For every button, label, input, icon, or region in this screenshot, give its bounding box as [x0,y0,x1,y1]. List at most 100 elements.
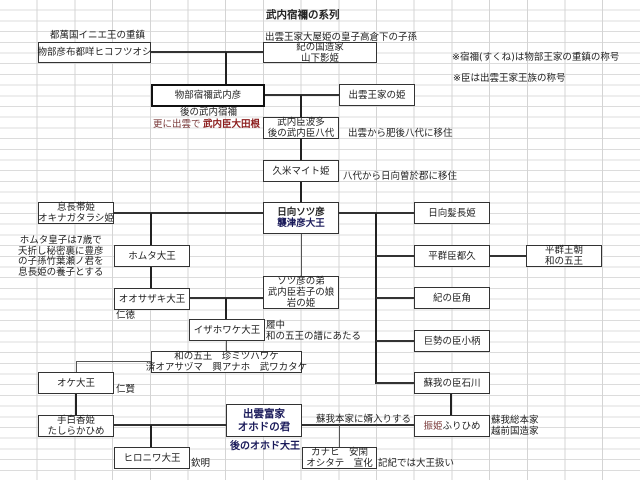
connector [75,393,77,415]
node-okinaga[interactable]: 息長帯姫オキナガタラシ姫 [38,202,114,224]
node-label: 蘇我の臣石川 [423,377,481,389]
connector [150,266,152,288]
node-kanahi[interactable]: カナヒ 安閑オシタテ 宣化 [302,447,377,469]
node-label: 紀の臣角 [432,292,471,304]
connector [339,425,340,447]
node-wa-five-kings[interactable]: 和の五王 珍ミツハワケ済オアサヅマ 興アナホ 武ワカタケ [146,351,307,373]
label-migration-2: 八代から日向曽於郡に移住 [343,171,458,182]
label-ninken: 仁賢 [116,384,136,395]
connector [450,393,452,415]
connector [376,255,414,257]
note-line: の子孫竹葉瀬ノ君を [18,256,104,267]
connector [226,341,227,351]
node-label: 息長帯姫 [56,202,95,213]
node-kinokuni[interactable]: 紀の国造家山下影姫 [263,41,377,64]
node-label: たしらかひめ [47,426,105,437]
node-label: 和の五王 珍ミツハワケ [174,351,279,362]
connector [225,52,227,84]
node-label: 日向ソツ彦 [277,207,325,218]
node-label: 襲津彦大王 [277,218,325,229]
note-sukune: ※宿禰(すくね)は物部王家の重鎮の称号 [452,52,620,63]
node-osazaki[interactable]: オオサザキ大王 [114,288,190,310]
connector [376,340,414,342]
connector [225,298,227,319]
node-label: オシタテ 宣化 [306,458,373,469]
node-label: 武内臣若子の娘 [267,287,335,298]
node-label: イザホワケ大王 [193,324,261,336]
node-label: 久米マイト姫 [272,165,330,177]
node-label: 山下影姫 [300,52,339,64]
node-sotsuhiko[interactable]: 日向ソツ彦襲津彦大王 [263,202,339,234]
node-heguri-dynasty[interactable]: 平群王朝和の五王 [526,245,602,267]
node-mononobe-hiko[interactable]: 物部彦布都咩ヒコフツオシ [38,42,152,63]
node-label: 物部宿禰武内彦 [174,90,242,101]
node-label: 振姫 [423,420,443,432]
connector [301,234,302,276]
connector [300,181,302,202]
node-label: オキナガタラシ姫 [38,213,114,224]
label-wa-lineage: 和の五王の譜にあたる [266,331,362,342]
connector [114,424,226,426]
connector [489,255,526,257]
node-label: 日向髪長姫 [428,207,476,219]
node-label: 済オアサヅマ 興アナホ 武ワカタケ [145,362,308,373]
node-kamigami-hime[interactable]: 日向髪長姫 [414,202,490,224]
node-hironiwa[interactable]: ヒロニワ大王 [114,447,190,469]
node-ohodo[interactable]: 出雲富家オホドの君 [226,404,302,437]
node-tashiraka[interactable]: 手白香姫たしらかひめ [38,415,114,437]
node-label: ソツ彦の弟 [277,276,325,287]
node-label: オケ大王 [56,377,95,389]
node-izahowake[interactable]: イザホワケ大王 [189,319,265,341]
node-label: 岩の姫 [286,298,316,309]
node-izumo-hime[interactable]: 出雲王家の姫 [339,84,415,106]
node-label: 出雲富家 [243,407,285,420]
node-label: カナヒ 安閑 [310,447,368,458]
node-kose[interactable]: 巨勢の臣小柄 [414,330,490,352]
node-label: 手白香姫 [56,415,95,426]
connector [114,212,263,214]
node-label: オホドの君 [237,420,291,433]
connector [300,138,302,160]
node-label: 後の武内臣八代 [267,128,335,139]
label-otane: 武内臣大田根 [203,119,261,130]
label-ohodo-later: 後のオホド大王 [230,441,300,452]
node-iwa[interactable]: ソツ彦の弟武内臣若子の娘岩の姫 [263,276,339,309]
node-label: 平群臣都久 [428,250,476,262]
node-label: ホムタ大王 [128,250,176,262]
node-oke[interactable]: オケ大王 [38,372,114,394]
label-soga-head: 蘇我総本家 [491,415,539,426]
label-kinmei: 欽明 [191,458,211,469]
label-later-name: 後の武内宿禰 [180,107,238,118]
node-kume[interactable]: 久米マイト姫 [263,160,339,182]
connector [376,382,414,384]
node-homuta[interactable]: ホムタ大王 [114,245,190,267]
connector [150,213,152,245]
node-hata[interactable]: 武内臣波多後の武内臣八代 [263,117,339,139]
node-tsuno[interactable]: 紀の臣角 [414,287,490,309]
node-label: 武内臣波多 [277,117,325,128]
label-echizen: 越前国造家 [491,426,539,437]
node-label: 出雲王家の姫 [348,89,406,101]
label-kiki: 記紀では大王扱い [378,458,455,469]
page-title: 武内宿禰の系列 [266,9,340,21]
note-line: ホムタ皇子は7歳で [19,235,102,246]
connector [151,51,263,53]
node-label: オオサザキ大王 [118,293,186,305]
node-soga[interactable]: 蘇我の臣石川 [414,372,490,394]
node-label: 紀の国造家 [296,41,344,53]
node-label: 和の五王 [544,256,583,267]
connector [76,361,151,362]
connector [300,95,302,117]
label-richu: 履中 [266,320,286,331]
label-marriage: 蘇我本家に婿入りする [316,414,412,425]
node-furi-hime[interactable]: 振姫ふりひめ [414,415,490,437]
label-migration-1: 出雲から肥後八代に移住 [348,128,453,139]
connector [150,425,152,447]
note-homuta: ホムタ皇子は7歳で 夭折し秘密裏に豊彦 の子孫竹葉瀬ノ君を 息長姫の養子とする [18,235,104,278]
node-heguri[interactable]: 平群臣都久 [414,245,490,267]
node-label: ヒロニワ大王 [123,452,181,464]
node-label: 平群王朝 [544,245,583,256]
connector [302,424,414,426]
node-takeuchi-hiko[interactable]: 物部宿禰武内彦 [151,84,265,107]
label-izumo-prefix: 更に出雲で [153,119,201,130]
